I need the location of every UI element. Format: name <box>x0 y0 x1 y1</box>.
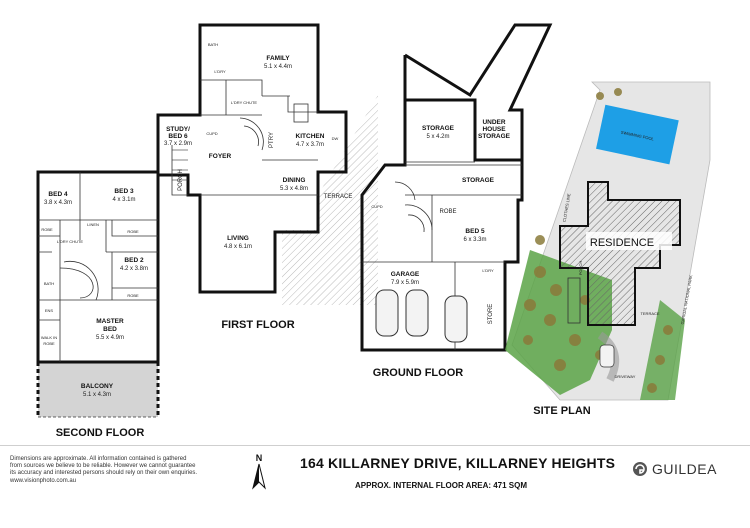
garage-dims: 7.9 x 5.9m <box>391 280 419 286</box>
second-floor-title: SECOND FLOOR <box>56 427 145 439</box>
bed4-label: BED 4 <box>48 191 68 198</box>
master-bed-dims: 5.5 x 4.9m <box>96 335 124 341</box>
ens-label: ENS <box>45 308 54 313</box>
site-plan: RESIDENCE SWIMMING POOL GARIGAL NATIONAL… <box>505 81 711 417</box>
garage-cars <box>375 289 468 343</box>
first-floor-title: FIRST FLOOR <box>221 319 294 331</box>
first-bath-label: BATH <box>208 42 218 47</box>
residence-label: RESIDENCE <box>590 237 654 249</box>
walk-in-label: WALK IN <box>41 335 57 340</box>
bed3-dims: 4 x 3.1m <box>112 197 135 203</box>
compass-north-label: N <box>256 453 263 463</box>
dining-dims: 5.3 x 4.8m <box>280 186 308 192</box>
balcony-dims: 5.1 x 4.3m <box>83 392 111 398</box>
porch-outline <box>567 277 581 324</box>
under-house-label-3: STORAGE <box>478 133 511 140</box>
first-cupd-label: CUPD <box>206 131 217 136</box>
disclaimer-line-3: its accuracy and interested persons shou… <box>10 470 198 477</box>
dining-label: DINING <box>283 177 306 184</box>
under-house-label: UNDER <box>482 119 505 126</box>
ground-robe-label: ROBE <box>439 209 456 215</box>
family-label: FAMILY <box>266 55 290 62</box>
disclaimer-line-1: Dimensions are approximate. All informat… <box>10 456 187 462</box>
study-label: STUDY/ <box>166 126 190 133</box>
kitchen-dims: 4.7 x 3.7m <box>296 142 324 148</box>
laundry-label: L'DRY <box>214 69 226 74</box>
property-address: 164 KILLARNEY DRIVE, KILLARNEY HEIGHTS <box>300 455 616 471</box>
master-bed-label-2: BED <box>103 326 117 333</box>
storage-label: STORAGE <box>422 125 455 132</box>
floor-area-text: APPROX. INTERNAL FLOOR AREA: 471 SQM <box>355 481 528 490</box>
ground-floor-plan: STORAGE 5 x 4.2m UNDER HOUSE STORAGE STO… <box>360 23 553 379</box>
site-terrace-label: TERRACE <box>640 311 659 316</box>
foyer-label: FOYER <box>209 153 232 160</box>
second-floor-plan: BED 4 3.8 x 4.3m BED 3 4 x 3.1m BED 2 4.… <box>36 170 160 439</box>
balcony-area <box>38 362 158 417</box>
walk-in-robe-label: ROBE <box>43 341 55 346</box>
garage-label: GARAGE <box>391 271 420 278</box>
bed3-label: BED 3 <box>114 188 134 195</box>
dishwasher-label: DW <box>332 136 339 141</box>
driveway-label: DRIVEWAY <box>615 374 636 379</box>
storage-dims: 5 x 4.2m <box>426 134 449 140</box>
linen-label: LINEN <box>87 222 99 227</box>
first-floor-plan: FAMILY 5.1 x 4.4m STUDY/ BED 6 3.7 x 2.9… <box>156 23 378 331</box>
ground-floor-title: GROUND FLOOR <box>373 367 463 379</box>
disclaimer-line-2: from sources we believe to be reliable. … <box>10 463 196 470</box>
terrace-label: TERRACE <box>324 194 353 200</box>
master-bed-label: MASTER <box>96 318 124 325</box>
living-dims: 4.8 x 6.1m <box>224 244 252 250</box>
kitchen-label: KITCHEN <box>296 133 325 140</box>
study-dims: 3.7 x 2.9m <box>164 141 192 147</box>
robe-label-3: ROBE <box>127 293 139 298</box>
clothes-line-label: CLOTHES LINE <box>562 193 572 223</box>
study-label-2: BED 6 <box>168 133 188 140</box>
ground-ldry-label: L'DRY <box>482 268 494 273</box>
ldry-chute-label: L'DRY CHUTE <box>57 239 84 244</box>
balcony-label: BALCONY <box>81 383 114 390</box>
bed2-label: BED 2 <box>124 257 144 264</box>
robe-label: ROBE <box>41 227 53 232</box>
lawn-area-east <box>640 300 685 400</box>
site-car <box>599 344 615 368</box>
bed4-dims: 3.8 x 4.3m <box>44 200 72 206</box>
bed5-dims: 6 x 3.3m <box>463 237 486 243</box>
first-ldry-chute-label: L'DRY CHUTE <box>231 100 258 105</box>
under-house-label-2: HOUSE <box>482 126 506 133</box>
family-dims: 5.1 x 4.4m <box>264 64 292 70</box>
website-text: www.visionphoto.com.au <box>10 477 77 484</box>
pantry-label: PTRY <box>269 132 275 148</box>
north-arrow-icon: N <box>252 453 266 490</box>
storage-2-label: STORAGE <box>462 177 495 184</box>
lawn-area <box>505 250 612 395</box>
ground-cupd-label: CUPD <box>371 204 382 209</box>
brand-logo: GUILDEA <box>632 461 717 477</box>
disclaimer: Dimensions are approximate. All informat… <box>10 456 235 485</box>
footer <box>0 445 750 528</box>
living-label: LIVING <box>227 235 249 242</box>
bath-label: BATH <box>44 281 54 286</box>
terrace-area <box>282 95 378 305</box>
bed2-dims: 4.2 x 3.8m <box>120 266 148 272</box>
residence-footprint <box>559 181 681 326</box>
site-plan-title: SITE PLAN <box>533 405 591 417</box>
site-porch-label: PORCH <box>578 261 583 276</box>
bed5-label: BED 5 <box>465 228 485 235</box>
guildea-logo-icon <box>633 462 647 476</box>
pool <box>596 104 679 165</box>
porch-label: PORCH <box>178 169 184 191</box>
brand-name: GUILDEA <box>652 461 717 477</box>
robe-label-2: ROBE <box>127 229 139 234</box>
store-label: STORE <box>488 304 494 325</box>
